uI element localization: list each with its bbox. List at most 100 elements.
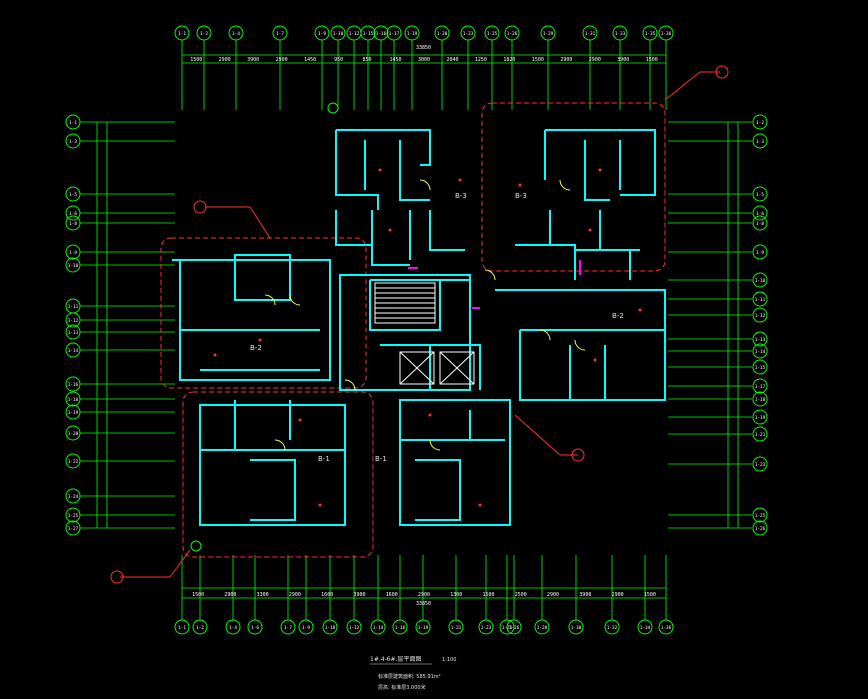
dimension-text-top: 3900 [247, 57, 259, 63]
dimension-text-bottom: 2900 [612, 592, 624, 598]
wall-top-center [335, 210, 465, 266]
grid-bubble [752, 391, 768, 407]
grid-bubble [346, 619, 362, 635]
room-markers [213, 168, 642, 507]
grid-bubble-label: 1-31 [585, 31, 596, 37]
callout-bubble-bottom-left [110, 570, 124, 584]
grid-bubble [272, 25, 288, 41]
grid-bubble [65, 133, 81, 149]
grid-bubble-label: 1-6 [251, 625, 259, 631]
dimension-text-top: 850 [363, 57, 372, 63]
grid-bubble [373, 25, 389, 41]
dimension-text-top: 950 [334, 57, 343, 63]
grid-bubble-label: 1-19 [418, 625, 429, 631]
overall-dimension-top: 33850 [416, 45, 431, 51]
grid-bubble [196, 25, 212, 41]
walls [172, 129, 666, 526]
dimension-text-top: 1450 [390, 57, 402, 63]
grid-bubble-label: 1-36 [661, 625, 672, 631]
grid-bubble-label: 1-33 [615, 31, 626, 37]
wall-top-left-unit [335, 129, 431, 210]
grid-bubble-label: 1-26 [755, 526, 766, 532]
grid-bubble-label: 1-18 [755, 397, 766, 403]
grid-bubble [247, 619, 263, 635]
grid-bubble-label: 1-16 [376, 31, 387, 37]
grid-bubble-label: 1-14 [68, 348, 79, 354]
grid-bubble-label: 1-10 [755, 278, 766, 284]
grid-bubble [65, 324, 81, 340]
grid-bubble-label: 1-21 [451, 625, 462, 631]
wall-left-unit [172, 254, 331, 381]
grid-bubble [280, 619, 296, 635]
grid-bubble [65, 257, 81, 273]
grid-bubble [314, 25, 330, 41]
grid-bubble-label: 1-4 [229, 625, 237, 631]
grid-bubble [404, 25, 420, 41]
grid-bubble-label: 1-27 [68, 526, 79, 532]
grid-bubble [752, 359, 768, 375]
grid-bubble-label: 1-12 [755, 313, 766, 319]
grid-bubble-label: 1-25 [68, 513, 79, 519]
grid-bubble-label: 1-25 [487, 31, 498, 37]
dimension-text-top: 1250 [475, 57, 487, 63]
grid-bubble [65, 488, 81, 504]
grid-bubble-label: 1-35 [645, 31, 656, 37]
grid-bubble [637, 619, 653, 635]
grid-bubble [460, 25, 476, 41]
grid-bubble-label: 1-18 [68, 397, 79, 403]
grid-bubble-label: 1-1 [178, 625, 186, 631]
grid-bubble-label: 1-22 [68, 459, 79, 465]
grid-bubble [65, 520, 81, 536]
callout-bubble-left [193, 200, 207, 214]
elevator-2 [439, 351, 475, 385]
grid-bubble-label: 1-3 [756, 139, 764, 145]
windows [408, 260, 581, 309]
dimension-text-bottom: 2900 [418, 592, 430, 598]
wall-right-unit [495, 289, 666, 401]
wall-bottom-right-unit [399, 399, 511, 526]
unit-label: B-3 [515, 192, 527, 200]
dimension-text-bottom: 1600 [386, 592, 398, 598]
unit-outlines [160, 102, 666, 558]
unit-label: B-1 [318, 455, 330, 463]
grid-bubble [228, 25, 244, 41]
grid-bubble-label: 1-8 [756, 221, 764, 227]
grid-bubble [65, 391, 81, 407]
grid-bubble [540, 25, 556, 41]
dimension-text-bottom: 1500 [483, 592, 495, 598]
grid-bubble-label: 1-28 [537, 625, 548, 631]
wall-bottom-left-unit [199, 400, 346, 526]
grid-bubble [386, 25, 402, 41]
grid-bubble-label: 1-23 [463, 31, 474, 37]
grid-bubble [65, 376, 81, 392]
grid-bubble [506, 619, 522, 635]
unit-outline-b2-left [160, 237, 367, 389]
grid-bubble-label: 1-9 [756, 250, 764, 256]
grid-bubble-label: 1-19 [68, 410, 79, 416]
grid-bubble-label: 1-6 [756, 211, 764, 217]
dimension-text-bottom: 3900 [353, 592, 365, 598]
grid-bubble [484, 25, 500, 41]
grid-bubble-label: 1-2 [756, 120, 764, 126]
grid-bubble [174, 619, 190, 635]
grid-bubble [65, 425, 81, 441]
grid-bubble [582, 25, 598, 41]
grid-bubble [434, 25, 450, 41]
grid-bubble-label: 1-20 [437, 31, 448, 37]
dimension-text-top: 3000 [418, 57, 430, 63]
doors [264, 179, 586, 451]
elevator-stair-core [374, 282, 475, 385]
grid-bubble [752, 244, 768, 260]
grid-bubble-label: 1-14 [755, 349, 766, 355]
grid-bubble [65, 507, 81, 523]
grid-bubble [499, 619, 515, 635]
grid-bubble [752, 215, 768, 231]
callouts [110, 65, 729, 584]
grid-bubble [568, 619, 584, 635]
grid-bubble-label: 1-21 [755, 432, 766, 438]
grid-bubble-label: 1-12 [68, 318, 79, 324]
grid-bubble-label: 1-25 [755, 513, 766, 519]
wall-top-right-unit [544, 129, 656, 201]
